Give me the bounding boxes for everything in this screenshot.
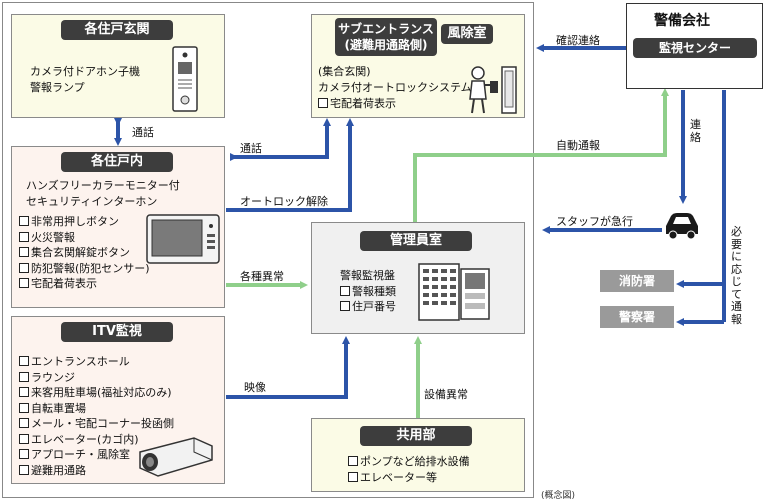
common-items: ポンプなど給排水設備 エレベーター等: [348, 454, 470, 485]
sub-entrance-desc: (集合玄関) カメラ付オートロックシステム 宅配着荷表示: [318, 65, 472, 110]
label-call-2: 通話: [240, 142, 262, 155]
arrow-video: [226, 336, 350, 399]
monitoring-center-title: 監視センター: [633, 38, 757, 58]
itv-title: ITV監視: [61, 322, 173, 342]
arrow-call-sub: [230, 118, 331, 161]
interior-items: 非常用押しボタン 火災警報 集合玄関解錠ボタン 防犯警報(防犯センサー) 宅配着…: [19, 214, 150, 292]
label-equipment: 設備異常: [424, 388, 468, 401]
fire-station-box: 消防署: [600, 270, 674, 292]
management-panel: 警報監視盤 警報種類 住戸番号: [340, 269, 396, 313]
label-various: 各種異常: [240, 270, 284, 283]
sub-entrance-title: サブエントランス (避難用通路側): [335, 18, 437, 56]
label-auto-report: 自動通報: [556, 139, 600, 152]
label-confirm: 確認連絡: [556, 34, 600, 47]
label-call-1: 通話: [132, 126, 154, 139]
diagram-frame: [2, 2, 534, 498]
interior-title: 各住戸内: [61, 152, 173, 172]
checkbox-icon: [318, 98, 328, 108]
intercom-monitor-icon: [146, 214, 220, 264]
windbreak-title: 風除室: [441, 24, 493, 44]
car-icon: [666, 213, 698, 240]
common-title: 共用部: [360, 426, 472, 446]
footnote: (概念図): [541, 491, 576, 501]
itv-items: エントランスホール ラウンジ 来客用駐車場(福祉対応のみ) 自転車置場 メール・…: [19, 354, 174, 478]
entrance-title: 各住戸玄関: [61, 20, 173, 40]
arrow-auto-report: [413, 88, 669, 222]
label-staff: スタッフが急行: [556, 215, 633, 228]
door-phone-icon: [172, 46, 198, 112]
security-company-title: 警備会社: [654, 13, 710, 29]
management-title: 管理員室: [360, 231, 472, 251]
camera-icon: [139, 437, 213, 477]
alarm-panel-icon: [418, 263, 490, 321]
label-contact: 連絡: [690, 118, 701, 144]
entrance-items: カメラ付ドアホン子機 警報ランプ: [30, 65, 140, 94]
label-autolock: オートロック解除: [240, 195, 328, 208]
interior-desc: ハンズフリーカラーモニター付 セキュリティインターホン: [26, 179, 180, 208]
label-as-needed: 必要に応じて通報: [731, 225, 742, 326]
label-video: 映像: [244, 381, 266, 394]
police-station-box: 警察署: [600, 306, 674, 328]
arrow-autolock: [226, 118, 354, 212]
autolock-person-icon: [469, 66, 517, 114]
